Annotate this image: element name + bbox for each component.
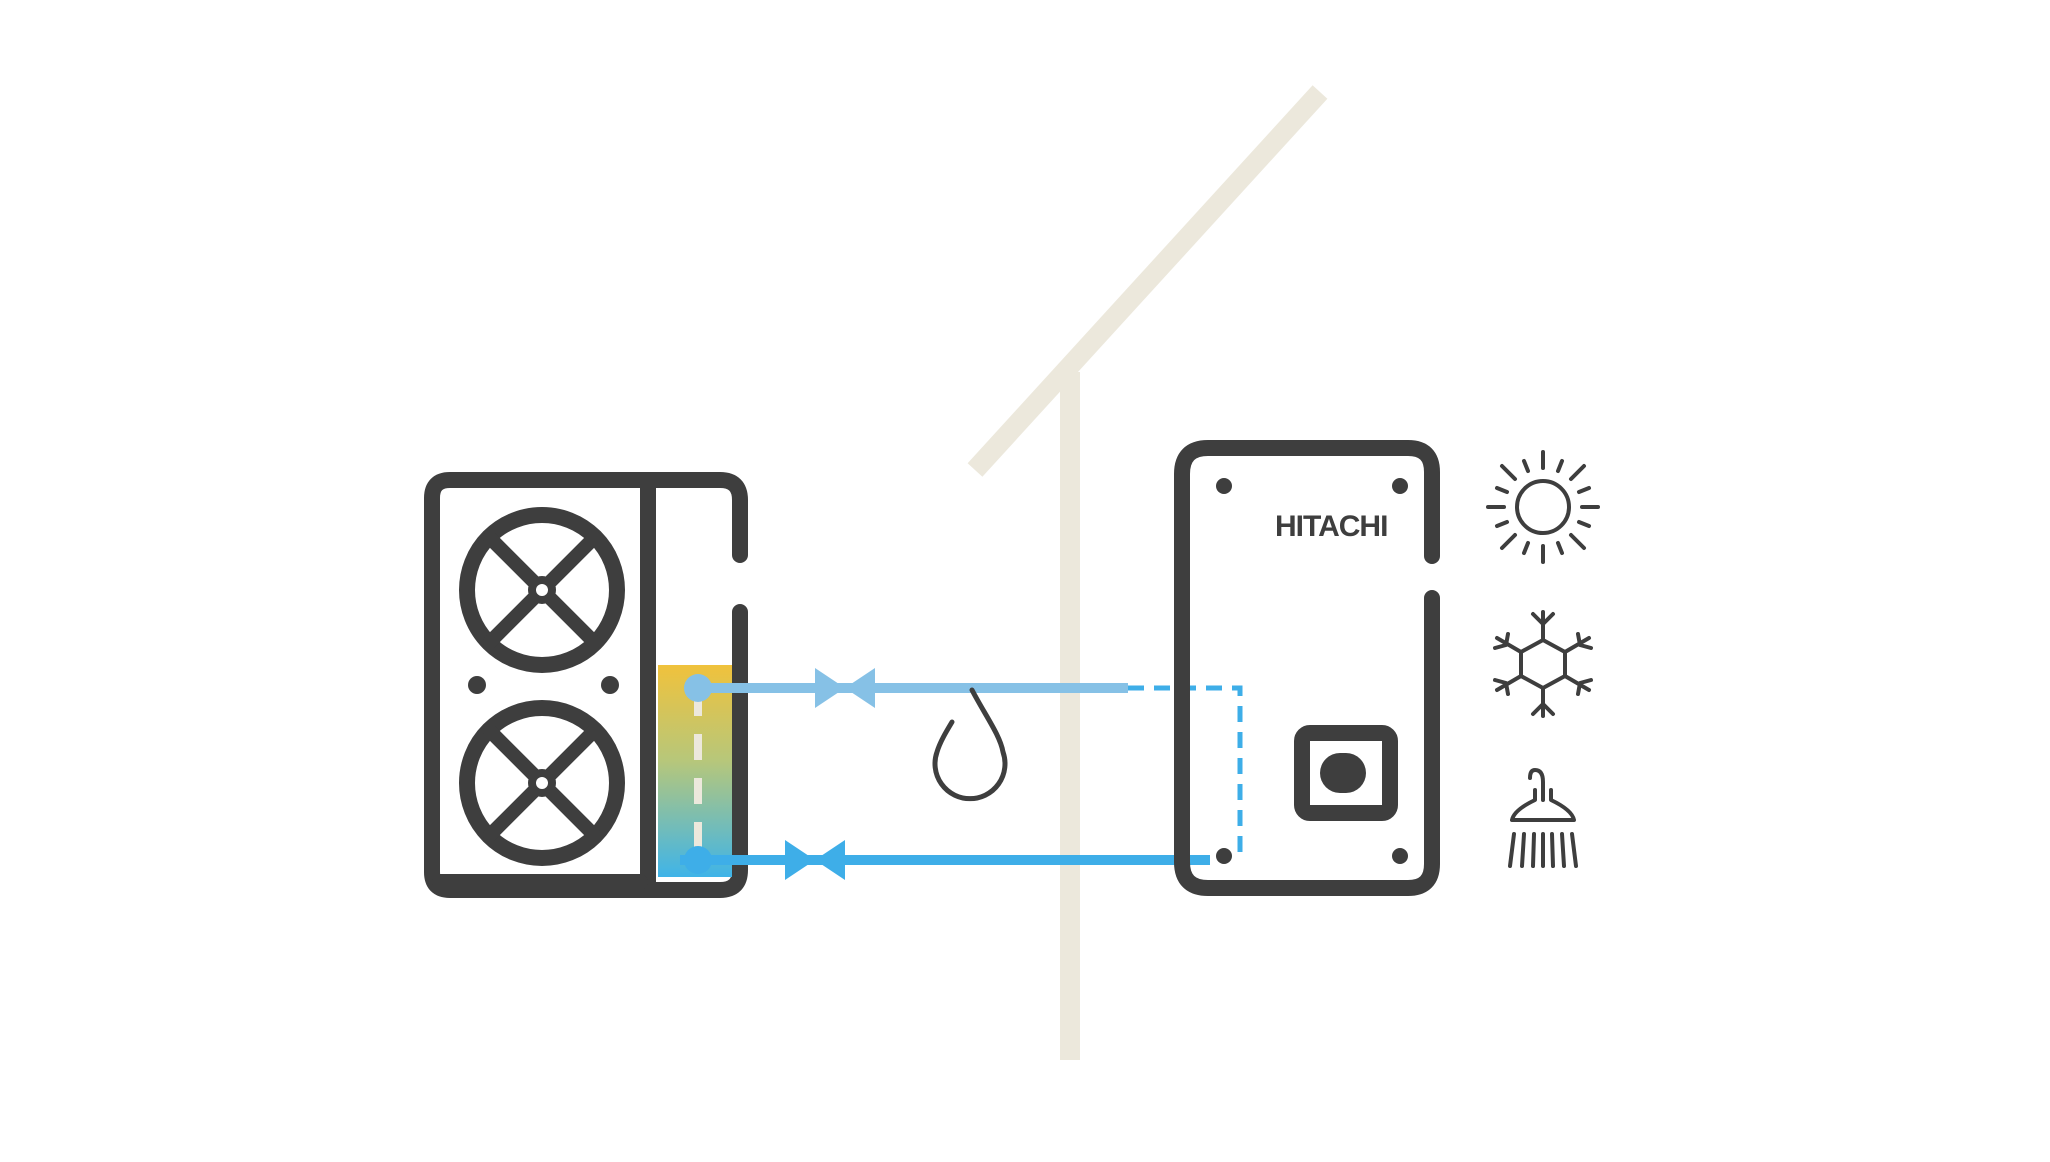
return-pipe (680, 846, 1210, 874)
brand-logo: HITACHI (1275, 510, 1387, 543)
screw-dots (468, 676, 619, 694)
screw-dots (1216, 478, 1408, 864)
control-panel-button (1320, 753, 1366, 793)
water-drop-icon (932, 687, 1008, 802)
fan-icon (459, 700, 625, 866)
fan-icon (459, 507, 625, 673)
snowflake-icon (1493, 610, 1593, 718)
shower-icon (1508, 768, 1578, 868)
supply-pipe (684, 674, 1243, 860)
indoor-unit-icon (1174, 440, 1440, 896)
house-outline (967, 85, 1328, 1060)
outdoor-unit-icon (424, 472, 748, 898)
valve-icon (785, 840, 845, 880)
sun-icon (1486, 450, 1600, 564)
valve-icon (815, 668, 875, 708)
